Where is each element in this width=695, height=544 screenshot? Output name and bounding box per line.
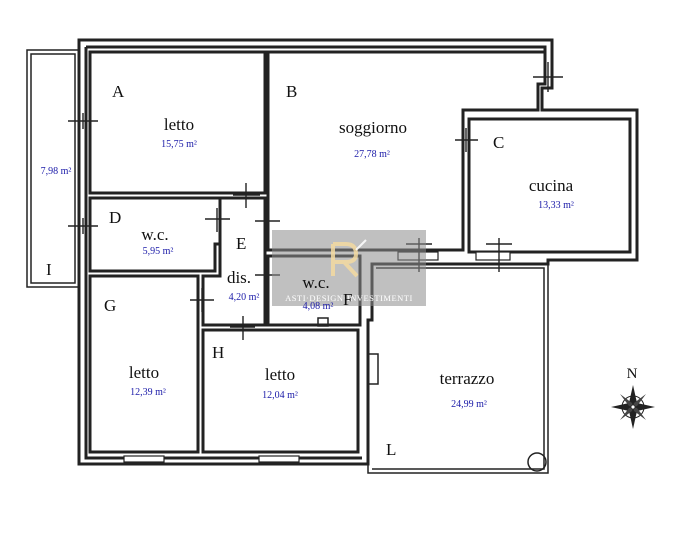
room-a-name: letto — [164, 115, 194, 134]
room-areas: 15,75 m² 27,78 m² 13,33 m² 5,95 m² 4,20 … — [41, 139, 574, 410]
room-h-area: 12,04 m² — [262, 390, 298, 401]
watermark-logo — [331, 239, 367, 278]
room-e-area: 4,20 m² — [229, 292, 260, 303]
room-d-area: 5,95 m² — [143, 246, 174, 257]
room-l-name: terrazzo — [440, 369, 495, 388]
room-c-wall — [467, 117, 632, 254]
room-d-name: w.c. — [141, 225, 168, 244]
door-c — [455, 128, 478, 152]
room-i-area: 7,98 m² — [41, 166, 72, 177]
room-b-area: 27,78 m² — [354, 149, 390, 160]
door-g — [190, 288, 214, 312]
room-b-name: soggiorno — [339, 118, 407, 137]
room-letters: A B C D E F G H I L — [46, 82, 504, 459]
watermark: ASTI·DESIGN·INVESTIMENTI — [272, 230, 426, 306]
room-h-name: letto — [265, 365, 295, 384]
room-a-wall — [88, 50, 267, 195]
door-b-north — [533, 62, 563, 92]
balcony-i-inner — [30, 53, 76, 284]
room-names: letto soggiorno cucina w.c. dis. w.c. le… — [129, 115, 574, 388]
room-g-area: 12,39 m² — [130, 387, 166, 398]
room-g-name: letto — [129, 363, 159, 382]
room-e-letter: E — [236, 234, 246, 253]
room-f-area: 4,08 m² — [303, 301, 334, 312]
door-d-corridor — [205, 208, 230, 232]
door-d-balcony — [68, 218, 98, 234]
room-l-letter: L — [386, 440, 396, 459]
terrace-drain — [527, 452, 547, 472]
room-a-letter: A — [112, 82, 125, 101]
room-c-name: cucina — [529, 176, 574, 195]
room-f-duct — [317, 317, 329, 327]
compass: N — [611, 366, 655, 429]
room-d-letter: D — [109, 208, 121, 227]
room-h-wall — [201, 328, 360, 454]
room-g-wall — [88, 274, 200, 454]
room-f-name: w.c. — [302, 273, 329, 292]
window-c — [475, 251, 511, 261]
terrace-l-inner — [372, 267, 545, 470]
room-c-letter: C — [493, 133, 504, 152]
room-i-letter: I — [46, 260, 52, 279]
room-c-area: 13,33 m² — [538, 200, 574, 211]
compass-rose-icon — [611, 385, 655, 429]
room-f-letter: F — [343, 290, 352, 309]
room-l-area: 24,99 m² — [451, 399, 487, 410]
balcony-i-outline — [26, 49, 80, 288]
room-a-area: 15,75 m² — [161, 139, 197, 150]
door-a-corridor — [233, 183, 260, 208]
room-e-name: dis. — [227, 268, 251, 287]
window-h — [258, 455, 300, 463]
watermark-text: ASTI·DESIGN·INVESTIMENTI — [285, 293, 413, 303]
window-g — [123, 455, 165, 463]
compass-north-label: N — [627, 366, 638, 382]
room-h-letter: H — [212, 343, 224, 362]
room-g-letter: G — [104, 296, 116, 315]
door-b-corridor — [255, 210, 280, 233]
terrace-l-outline — [367, 263, 549, 474]
room-e-wall — [201, 196, 267, 327]
door-a-balcony — [68, 113, 98, 129]
door-c-terrace — [486, 238, 512, 272]
room-b-letter: B — [286, 82, 297, 101]
door-h — [230, 316, 255, 340]
